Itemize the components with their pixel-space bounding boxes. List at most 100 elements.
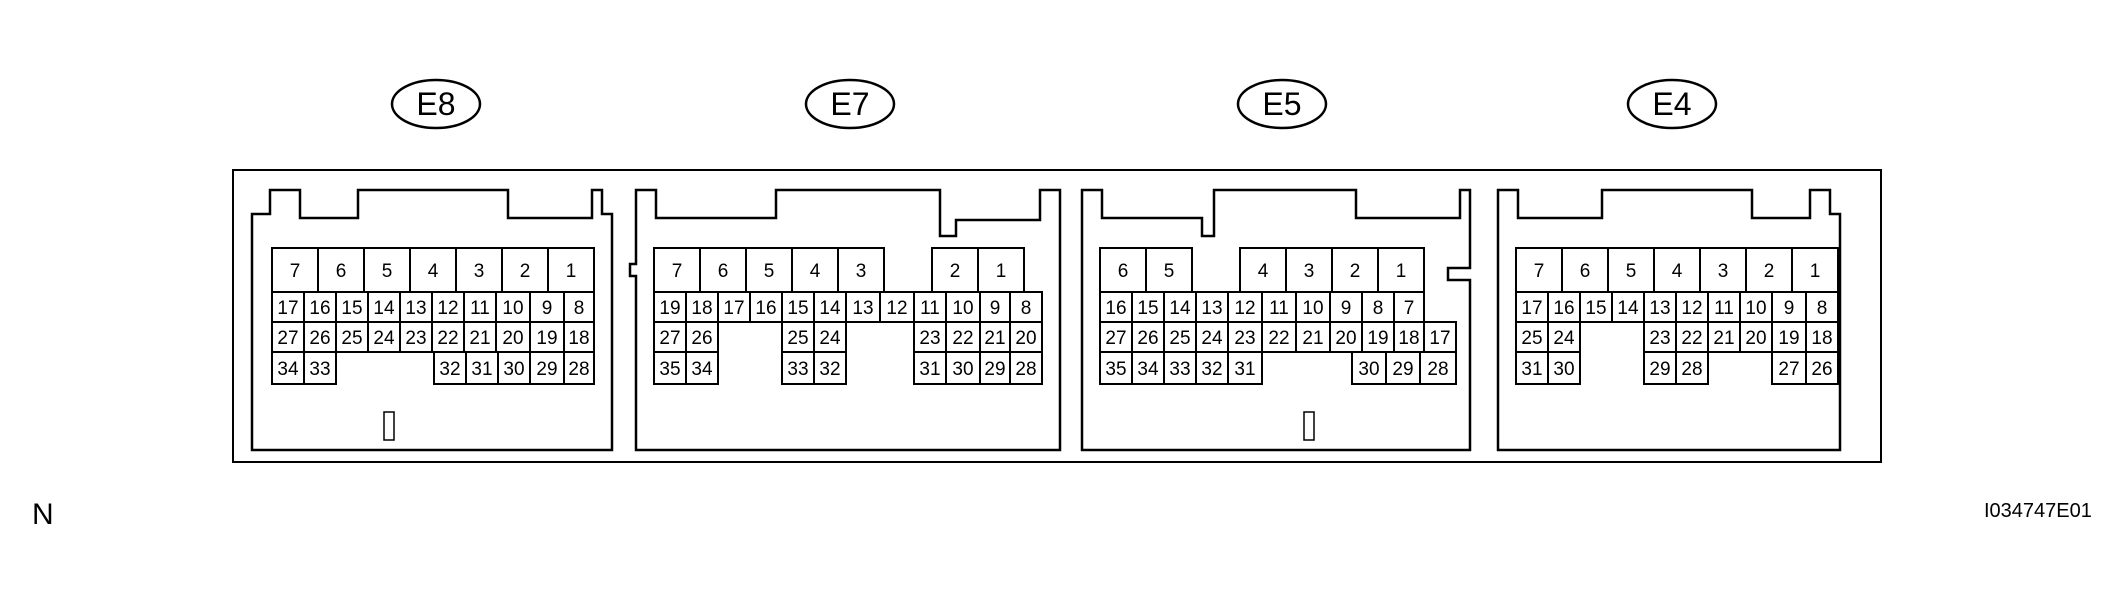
terminal-number: 21 [1713,328,1734,349]
terminal-pin: 5 [1145,247,1193,293]
terminal-pin: 12 [1675,291,1709,323]
terminal-number: 16 [1553,298,1574,319]
terminal-number: 31 [919,359,940,380]
terminal-pin: 3 [1285,247,1333,293]
terminal-number: 23 [1234,328,1255,349]
terminal-cell [1351,351,1387,385]
terminal-number: 11 [1269,298,1289,319]
terminal-pin: 8 [1805,291,1839,323]
terminal-pin: 31 [1515,351,1549,385]
terminal-pin: 19 [1361,321,1395,353]
connector-housing [1496,188,1842,452]
terminal-cell [1393,291,1425,323]
terminal-cell [303,351,337,385]
terminal-pin: 13 [845,291,881,323]
terminal-number: 30 [1358,359,1379,380]
figure-id-label: I034747E01 [1984,500,2092,522]
terminal-pin: 34 [271,351,305,385]
terminal-number: 20 [1745,328,1766,349]
terminal-pin: 21 [1295,321,1331,353]
terminal-pin: 2 [501,247,549,293]
terminal-cell [1515,351,1549,385]
terminal-cell [1805,351,1839,385]
terminal-number: 4 [1258,261,1269,282]
terminal-pin: 17 [1515,291,1549,323]
terminal-number: 14 [1169,298,1191,319]
connector-label-ellipse [390,78,482,130]
terminal-cell [837,247,885,293]
key-slot [383,411,395,441]
connector-label-ellipse [1236,78,1328,130]
terminal-number: 34 [1137,359,1159,380]
terminal-cell [1227,351,1263,385]
terminal-pin: 13 [399,291,433,323]
connector-housing [628,188,1062,452]
terminal-number: 31 [1521,359,1542,380]
terminal-cell [845,291,881,323]
terminal-number: 1 [1396,261,1407,282]
terminal-pin: 6 [1561,247,1609,293]
terminal-cell [813,351,847,385]
terminal-pin: 15 [1579,291,1613,323]
terminal-number: 17 [723,298,744,319]
terminal-number: 5 [1626,261,1637,282]
terminal-pin: 24 [1547,321,1581,353]
terminal-cell [1805,291,1839,323]
terminal-pin: 18 [685,291,719,323]
terminal-number: 26 [1811,359,1832,380]
terminal-number: 16 [1105,298,1126,319]
terminal-pin: 11 [913,291,947,323]
terminal-number: 4 [428,261,439,282]
terminal-number: 28 [1681,359,1702,380]
terminal-pin: 19 [1771,321,1807,353]
terminal-number: 25 [787,328,808,349]
terminal-pin: 5 [1607,247,1655,293]
terminal-cell [745,247,793,293]
terminal-number: 15 [1585,298,1606,319]
terminal-pin: 6 [317,247,365,293]
terminal-number: 19 [659,298,680,319]
terminal-cell [1239,247,1287,293]
terminal-cell [335,321,369,353]
terminal-number: 35 [1105,359,1126,380]
terminal-number: 29 [1649,359,1670,380]
terminal-number: 24 [819,328,841,349]
terminal-cell [1227,321,1263,353]
terminal-number: 17 [1521,298,1542,319]
terminal-cell [1515,321,1549,353]
terminal-pin: 29 [979,351,1011,385]
terminal-pin: 22 [945,321,981,353]
connector-label-ellipse [804,78,896,130]
terminal-pin: 10 [495,291,531,323]
terminal-pin: 1 [547,247,595,293]
terminal-pin: 16 [1547,291,1581,323]
terminal-number: 7 [290,261,301,282]
terminal-pin: 28 [1009,351,1043,385]
terminal-number: 6 [336,261,347,282]
terminal-number: 3 [474,261,485,282]
terminal-cell [1643,321,1677,353]
terminal-pin: 17 [717,291,751,323]
terminal-number: 34 [277,359,299,380]
terminal-pin: 8 [1009,291,1043,323]
terminal-cell [1329,321,1363,353]
terminal-number: 25 [1521,328,1542,349]
terminal-cell [529,351,565,385]
terminal-number: 31 [471,359,492,380]
terminal-pin: 4 [791,247,839,293]
terminal-pin: 27 [271,321,305,353]
terminal-number: 9 [1341,298,1352,319]
terminal-pin: 30 [1351,351,1387,385]
terminal-number: 29 [1392,359,1413,380]
terminal-cell [563,291,595,323]
terminal-number: 22 [1681,328,1702,349]
terminal-number: 3 [1304,261,1315,282]
terminal-pin: 13 [1643,291,1677,323]
terminal-number: 10 [952,298,973,319]
terminal-pin: 6 [1099,247,1147,293]
terminal-number: 28 [1015,359,1036,380]
